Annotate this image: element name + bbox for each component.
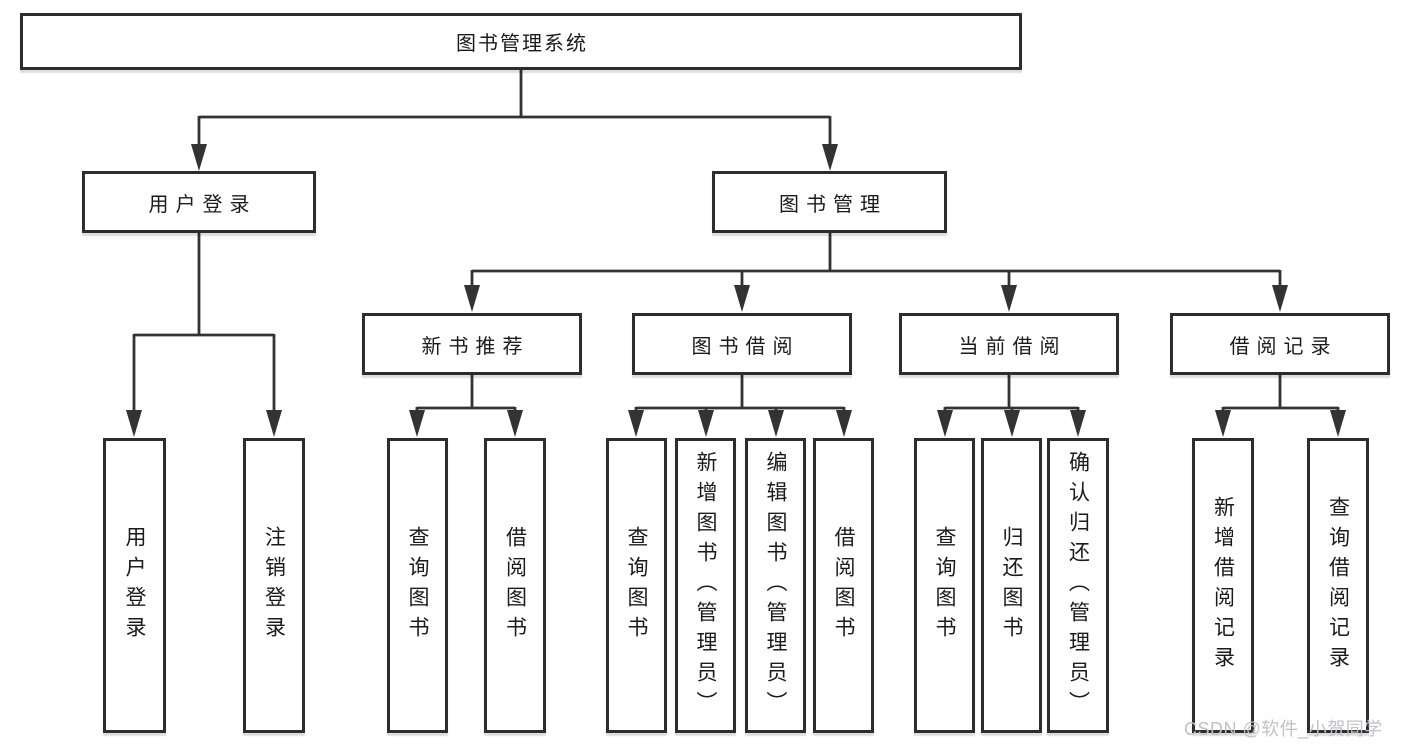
leaf-label: 注销登录 xyxy=(262,525,286,646)
leaf-current-query-books: 查询图书 xyxy=(914,438,975,733)
leaf-label: 归还图书 xyxy=(1000,525,1023,646)
node-new-book-recommend: 新书推荐 xyxy=(362,313,582,375)
leaf-borrow-query-books: 查询图书 xyxy=(606,438,667,733)
leaf-current-confirm-return-admin: 确认归还（管理员） xyxy=(1047,438,1109,733)
leaf-label: 借阅图书 xyxy=(503,525,527,646)
node-label: 用户登录 xyxy=(148,193,257,216)
leaf-label: 确认归还（管理员） xyxy=(1066,450,1090,721)
leaf-label: 编辑图书（管理员） xyxy=(764,450,787,721)
node-book-management: 图书管理 xyxy=(712,171,947,233)
csdn-watermark: CSDN @软件_小贺同学 xyxy=(1184,719,1383,739)
leaf-user-login: 用户登录 xyxy=(103,438,166,733)
leaf-label: 借阅图书 xyxy=(832,525,855,646)
node-library-management-system: 图书管理系统 xyxy=(20,13,1022,70)
leaf-recommend-borrow-books: 借阅图书 xyxy=(484,438,546,733)
leaf-label: 查询图书 xyxy=(625,525,648,646)
node-current-borrow: 当前借阅 xyxy=(899,313,1119,375)
leaf-records-add-record: 新增借阅记录 xyxy=(1192,438,1254,733)
leaf-label: 新增借阅记录 xyxy=(1211,495,1235,676)
leaf-label: 用户登录 xyxy=(123,525,146,646)
node-label: 当前借阅 xyxy=(958,335,1067,358)
leaf-label: 查询图书 xyxy=(933,525,956,646)
node-borrow-records: 借阅记录 xyxy=(1170,313,1390,375)
leaf-label: 新增图书（管理员） xyxy=(694,450,717,721)
node-label: 图书管理系统 xyxy=(456,33,588,55)
leaf-label: 查询借阅记录 xyxy=(1326,495,1350,676)
leaf-borrow-edit-books-admin: 编辑图书（管理员） xyxy=(745,438,806,733)
node-label: 新书推荐 xyxy=(421,335,530,358)
leaf-label: 查询图书 xyxy=(406,525,429,646)
node-label: 借阅记录 xyxy=(1229,335,1338,358)
leaf-recommend-query-books: 查询图书 xyxy=(387,438,448,733)
leaf-borrow-add-books-admin: 新增图书（管理员） xyxy=(675,438,736,733)
leaf-borrow-borrow-books: 借阅图书 xyxy=(813,438,874,733)
leaf-records-query-record: 查询借阅记录 xyxy=(1307,438,1369,733)
arrowheads xyxy=(126,144,1346,437)
node-label: 图书借阅 xyxy=(691,335,800,358)
leaf-logout: 注销登录 xyxy=(243,438,305,733)
leaf-current-return-books: 归还图书 xyxy=(981,438,1042,733)
node-book-borrow: 图书借阅 xyxy=(632,313,852,375)
node-label: 图书管理 xyxy=(779,193,887,216)
node-user-login: 用户登录 xyxy=(82,171,316,233)
